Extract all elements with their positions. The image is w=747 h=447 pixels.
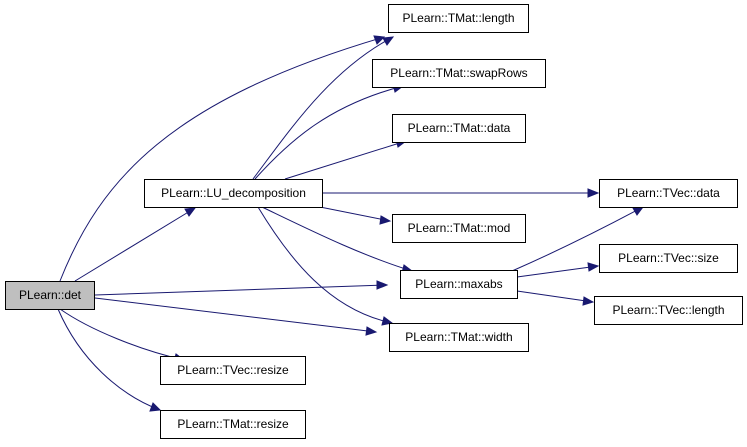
node-label: PLearn::TVec::length: [612, 303, 724, 317]
edge-det-to-lu-decomposition: [74, 207, 197, 282]
node-tmat-length[interactable]: PLearn::TMat::length: [388, 4, 529, 33]
edge-det-to-tmat-length: [59, 35, 386, 282]
node-label: PLearn::TMat::data: [408, 121, 511, 135]
node-label: PLearn::TMat::swapRows: [390, 66, 527, 80]
edge-det-to-tmat-width: [94, 297, 378, 336]
node-tmat-resize[interactable]: PLearn::TMat::resize: [160, 410, 306, 439]
edge-det-to-maxabs: [94, 280, 389, 296]
node-lu-decomposition[interactable]: PLearn::LU_decomposition: [144, 179, 323, 208]
node-tmat-swaprows[interactable]: PLearn::TMat::swapRows: [372, 59, 546, 88]
node-label: PLearn::LU_decomposition: [161, 186, 306, 200]
node-tvec-size[interactable]: PLearn::TVec::size: [599, 244, 738, 273]
node-label: PLearn::TMat::resize: [177, 417, 289, 431]
node-label: PLearn::TVec::data: [617, 186, 720, 200]
node-tvec-resize[interactable]: PLearn::TVec::resize: [160, 356, 306, 385]
edge-lu-to-maxabs: [261, 206, 414, 274]
node-label: PLearn::TVec::size: [618, 251, 719, 265]
node-label: PLearn::TVec::resize: [177, 363, 289, 377]
node-maxabs[interactable]: PLearn::maxabs: [400, 270, 518, 299]
edge-lu-to-tmat-mod: [319, 206, 392, 225]
node-det[interactable]: PLearn::det: [5, 281, 95, 310]
edge-lu-to-tmat-length: [252, 36, 395, 180]
edge-maxabs-to-tvec-size: [516, 262, 600, 278]
edge-lu-to-tvec-data: [323, 188, 600, 198]
edges: [57, 35, 645, 412]
edge-maxabs-to-tvec-length: [516, 290, 595, 306]
edge-det-to-tmat-resize: [57, 308, 162, 412]
node-label: PLearn::TMat::mod: [408, 221, 511, 235]
node-label: PLearn::TMat::length: [402, 11, 514, 25]
edge-det-to-tvec-resize: [59, 308, 186, 363]
node-tmat-width[interactable]: PLearn::TMat::width: [389, 323, 529, 352]
nodes: PLearn::det PLearn::LU_decomposition PLe…: [5, 4, 743, 439]
edge-lu-to-tmat-data: [284, 138, 408, 180]
node-label: PLearn::maxabs: [415, 277, 502, 291]
node-label: PLearn::TMat::width: [405, 330, 512, 344]
node-tmat-data[interactable]: PLearn::TMat::data: [392, 114, 526, 143]
edge-lu-to-tmat-width: [257, 206, 394, 326]
node-tvec-length[interactable]: PLearn::TVec::length: [594, 296, 743, 325]
node-label: PLearn::det: [19, 288, 82, 302]
node-tvec-data[interactable]: PLearn::TVec::data: [599, 179, 738, 208]
node-tmat-mod[interactable]: PLearn::TMat::mod: [392, 214, 526, 243]
